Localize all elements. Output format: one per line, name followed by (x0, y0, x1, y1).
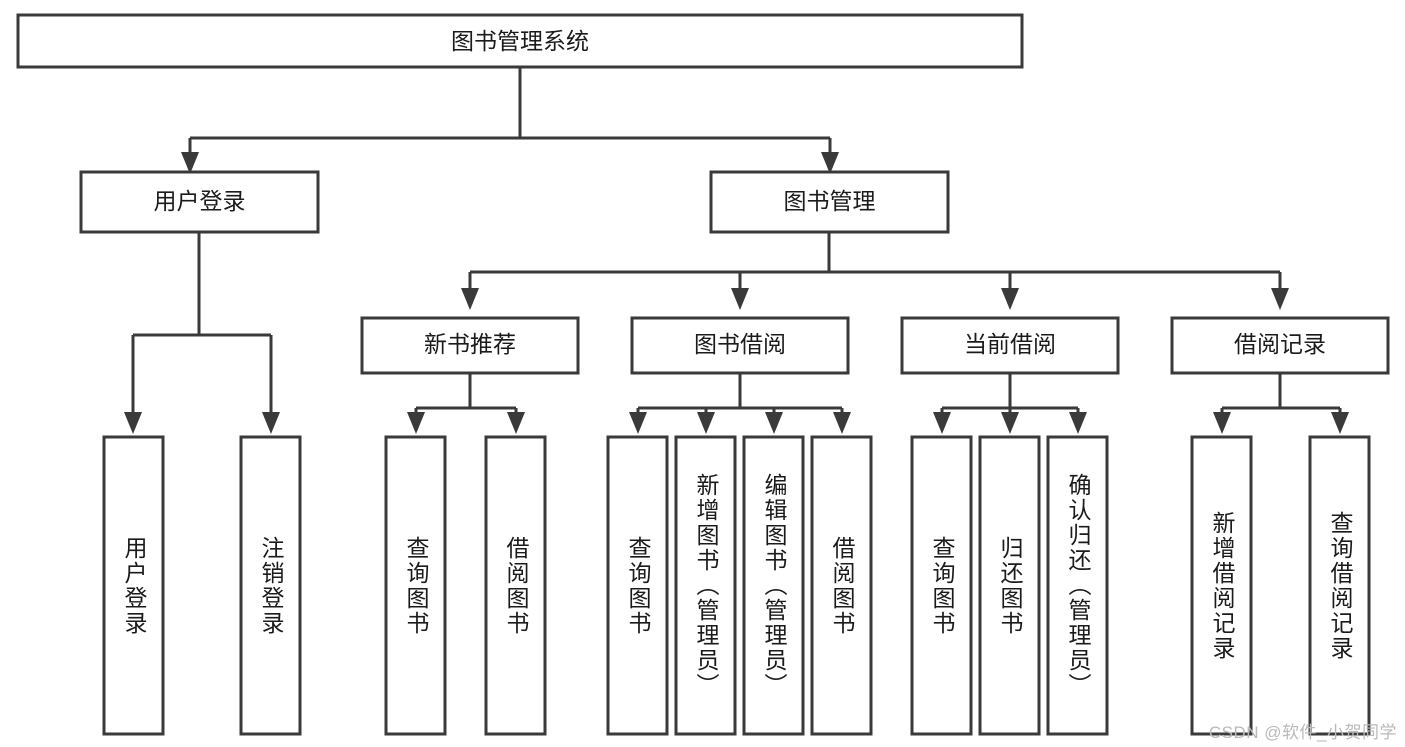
connector-userlogin-to-leaves (131, 232, 273, 414)
leaf-box-group (102, 435, 1371, 736)
leaf-box-borrow-book-1[interactable] (484, 435, 547, 736)
leaf-box-user-logout[interactable] (239, 435, 302, 736)
arrow-to-book-borrow (731, 288, 749, 310)
node-book-borrow-box[interactable] (630, 316, 850, 375)
connector-root-to-level2 (188, 67, 832, 162)
leaf-box-query-book-2[interactable] (606, 435, 669, 736)
arrow-to-leaf-borrow-book-2 (833, 412, 851, 434)
connector-group (124, 67, 1349, 434)
arrow-to-borrow-record (1271, 288, 1289, 310)
node-book-borrow[interactable]: 图书借阅 (630, 316, 850, 375)
node-title[interactable]: 图书管理系统 (16, 13, 1024, 69)
leaf-box-query-book-1[interactable] (384, 435, 447, 736)
node-user-login-label: 用户登录 (154, 188, 246, 214)
node-book-manage-box[interactable] (709, 170, 950, 234)
node-new-book-recommend[interactable]: 新书推荐 (360, 316, 580, 375)
arrow-to-current-borrow (1001, 288, 1019, 310)
node-user-login[interactable]: 用户登录 (79, 170, 320, 234)
connector-currentborrow-to-leaves (940, 373, 1080, 416)
arrow-to-leaf-add-book (697, 412, 715, 434)
watermark-text: CSDN @软件_小贺同学 (1208, 723, 1397, 742)
connector-bookmanage-to-level3 (468, 232, 1282, 296)
arrow-to-leaf-query-book-3 (933, 412, 951, 434)
leaf-box-edit-book[interactable] (742, 435, 805, 736)
arrow-to-leaf-borrow-book-1 (507, 412, 525, 434)
node-title-box[interactable] (16, 13, 1024, 69)
arrow-to-leaf-query-book-1 (407, 412, 425, 434)
arrow-to-leaf-query-record (1331, 412, 1349, 434)
arrow-to-new-book-recommend (461, 288, 479, 310)
leaf-box-add-book[interactable] (674, 435, 737, 736)
connector-borrowrecord-to-leaves (1220, 373, 1342, 416)
node-book-manage-label: 图书管理 (784, 188, 876, 214)
node-current-borrow[interactable]: 当前借阅 (900, 316, 1120, 375)
node-book-borrow-label: 图书借阅 (694, 331, 786, 357)
leaf-box-query-record[interactable] (1308, 435, 1371, 736)
node-new-book-recommend-box[interactable] (360, 316, 580, 375)
arrow-to-leaf-edit-book (765, 412, 783, 434)
arrow-to-leaf-add-record (1213, 412, 1231, 434)
leaf-box-borrow-book-2[interactable] (810, 435, 873, 736)
arrow-to-leaf-user-login (124, 412, 142, 434)
node-book-manage[interactable]: 图书管理 (709, 170, 950, 234)
arrow-to-leaf-user-logout (262, 412, 280, 434)
node-title-label: 图书管理系统 (451, 28, 589, 54)
node-borrow-record-label: 借阅记录 (1234, 331, 1326, 357)
leaf-box-add-record[interactable] (1190, 435, 1253, 736)
arrow-to-leaf-query-book-2 (629, 412, 647, 434)
leaf-box-confirm-return[interactable] (1046, 435, 1109, 736)
connector-bookborrow-to-leaves (636, 373, 844, 416)
node-new-book-recommend-label: 新书推荐 (424, 331, 516, 357)
node-current-borrow-label: 当前借阅 (964, 331, 1056, 357)
node-borrow-record[interactable]: 借阅记录 (1170, 316, 1390, 375)
node-borrow-record-box[interactable] (1170, 316, 1390, 375)
node-user-login-box[interactable] (79, 170, 320, 234)
leaf-box-return-book[interactable] (978, 435, 1041, 736)
node-current-borrow-box[interactable] (900, 316, 1120, 375)
connector-newbook-to-leaves (414, 373, 518, 416)
arrow-to-leaf-return-book (1001, 412, 1019, 434)
leaf-box-query-book-3[interactable] (910, 435, 973, 736)
arrow-to-leaf-confirm-return (1069, 412, 1087, 434)
leaf-box-user-login[interactable] (102, 435, 165, 736)
